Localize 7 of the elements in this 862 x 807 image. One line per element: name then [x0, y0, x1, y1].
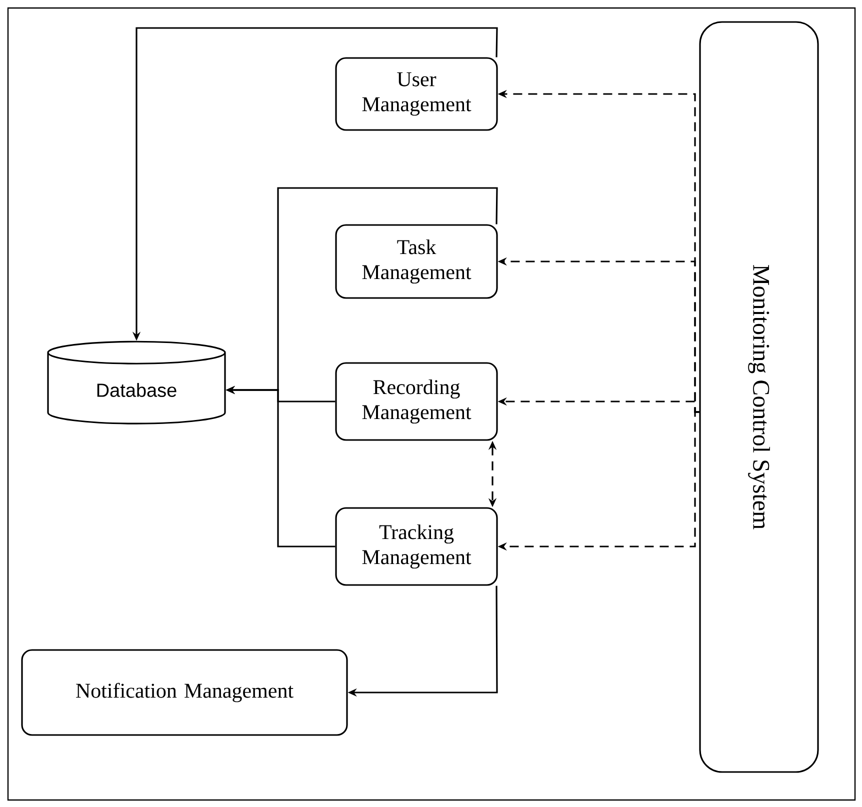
- system-box: Monitoring Control System: [699, 21, 819, 773]
- process-box: User Management: [335, 57, 498, 131]
- process-box: Notification Management: [21, 649, 348, 736]
- process-box: Recording Management: [335, 362, 498, 441]
- database-cylinder: Database: [47, 340, 226, 424]
- process-box: Tracking Management: [335, 507, 498, 586]
- process-box: Task Management: [335, 224, 498, 299]
